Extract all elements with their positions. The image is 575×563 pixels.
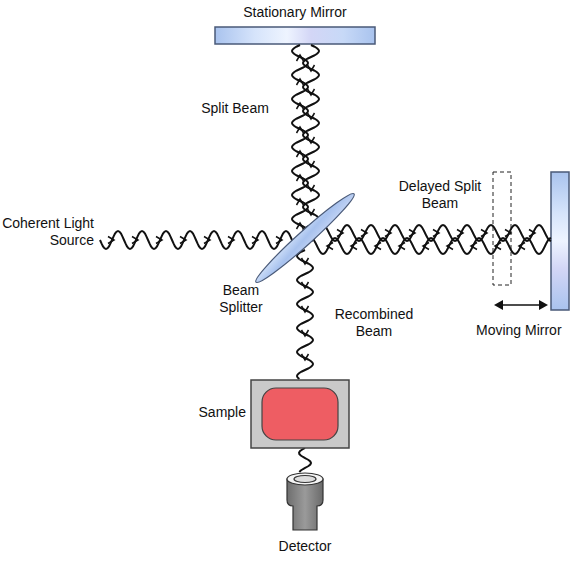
wave-arrow — [308, 161, 315, 167]
wave-arrow — [252, 237, 258, 244]
wave-arrow — [302, 258, 309, 264]
source-label: Coherent Light Source — [2, 215, 94, 249]
wave-arrow — [297, 223, 304, 229]
wave-arrow — [302, 282, 309, 288]
wave-arrow — [361, 230, 367, 237]
wave-arrow — [399, 243, 405, 250]
sample-label: Sample — [180, 404, 246, 421]
wave-arrow — [297, 103, 304, 109]
beam-label: Recombined Beam — [324, 306, 424, 340]
wave-arrow — [156, 237, 162, 244]
sample-cell — [262, 388, 338, 440]
beam-label: Split Beam — [190, 100, 280, 117]
stationary-mirror — [215, 27, 375, 44]
wave-arrow — [385, 230, 391, 237]
splitter-label: Beam Splitter — [205, 282, 277, 316]
detector-label: Detector — [255, 538, 355, 555]
wave-arrow — [308, 209, 315, 215]
wave-arrow — [351, 243, 357, 250]
mirror-label: Stationary Mirror — [215, 4, 375, 21]
motion-arrow — [494, 300, 548, 310]
wave-arrow — [228, 237, 234, 244]
wave-arrow — [529, 230, 535, 237]
wave-line — [299, 448, 311, 472]
mirror-label: Moving Mirror — [476, 322, 571, 339]
wave-arrow — [180, 237, 186, 244]
wave-arrow — [297, 55, 304, 61]
wave-arrow — [204, 237, 210, 244]
wave-arrow — [276, 237, 282, 244]
wave-line — [303, 45, 319, 237]
wave-arrow — [481, 230, 487, 237]
wave-arrow — [519, 243, 525, 250]
wave-arrow — [337, 230, 343, 237]
wave-arrow — [302, 354, 309, 360]
wave-line — [305, 238, 551, 254]
wave-arrow — [495, 243, 501, 250]
light-waves — [100, 45, 551, 472]
beam-splitter — [251, 189, 358, 288]
wave-arrow — [433, 230, 439, 237]
wave-arrow — [297, 151, 304, 157]
wave-arrow — [297, 79, 304, 85]
wave-arrow — [297, 199, 304, 205]
wave-arrow — [327, 243, 333, 250]
wave-arrow — [423, 243, 429, 250]
wave-arrow — [297, 127, 304, 133]
wave-arrow — [375, 243, 381, 250]
moving-mirror — [551, 172, 569, 310]
wave-arrow — [447, 243, 453, 250]
wave-arrow — [308, 185, 315, 191]
wave-arrow — [308, 113, 315, 119]
wave-arrow — [308, 89, 315, 95]
wave-line — [297, 250, 313, 379]
detector-symbol — [287, 473, 323, 530]
wave-arrow — [108, 237, 114, 244]
wave-line — [100, 231, 301, 249]
wave-arrow — [302, 306, 309, 312]
sample-holder — [251, 380, 349, 448]
wave-line — [305, 225, 551, 241]
wave-arrow — [471, 243, 477, 250]
beam-label: Delayed Split Beam — [395, 178, 485, 212]
wave-arrow — [409, 230, 415, 237]
wave-arrow — [505, 230, 511, 237]
wave-arrow — [297, 175, 304, 181]
wave-line — [292, 45, 308, 237]
wave-arrow — [308, 65, 315, 71]
wave-arrow — [132, 237, 138, 244]
wave-arrow — [457, 230, 463, 237]
wave-arrow — [302, 330, 309, 336]
wave-arrow — [308, 137, 315, 143]
